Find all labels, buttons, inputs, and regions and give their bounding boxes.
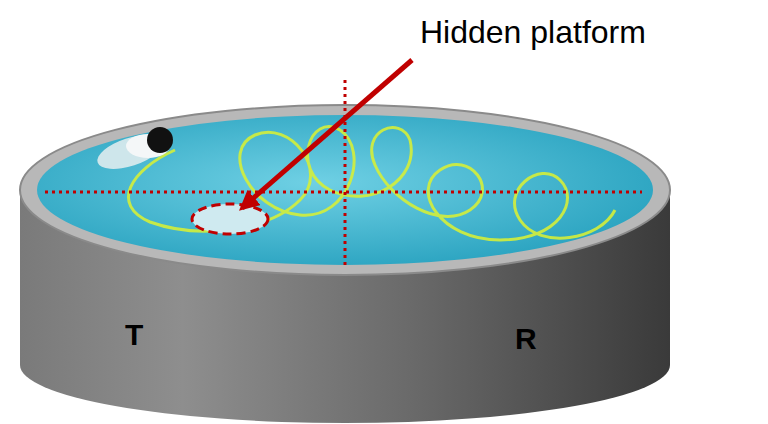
swim-path [128,127,615,240]
hidden-platform [192,204,268,234]
pointer-arrow [242,60,412,208]
quadrant-line [344,80,347,268]
quadrant-label: R [515,322,537,356]
quadrant-label: T [125,318,143,352]
callout-label: Hidden platform [420,14,646,51]
mouse [93,127,173,176]
